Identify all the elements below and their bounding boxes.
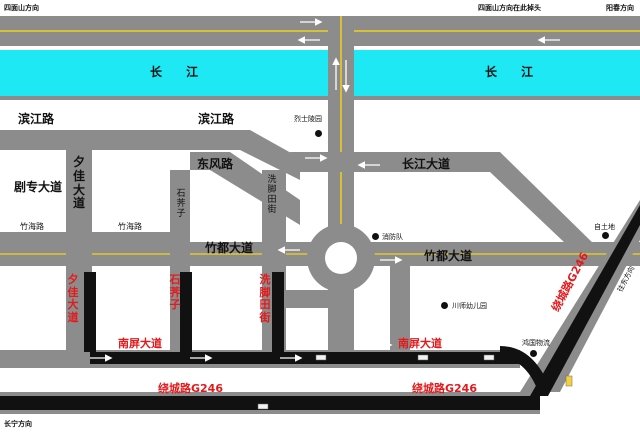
car-1 bbox=[315, 354, 327, 361]
poi-cemetery-dot bbox=[315, 130, 322, 137]
label-zhuhai-mid: 竹海路 bbox=[118, 222, 142, 231]
route-raocheng-diag bbox=[530, 205, 640, 396]
red-label-shijizi: 石荠子 bbox=[169, 273, 181, 312]
car-2 bbox=[417, 354, 429, 361]
label-binjiang-right: 滨江路 bbox=[198, 112, 235, 126]
red-label-xijiaotian: 洗脚田街 bbox=[259, 273, 271, 324]
car-4 bbox=[257, 403, 269, 410]
label-zhudu-right: 竹都大道 bbox=[424, 249, 473, 263]
label-zhudu-left: 竹都大道 bbox=[205, 241, 254, 255]
label-juzhuan: 剧专大道 bbox=[14, 180, 63, 194]
red-label-raocheng-left: 绕城路G246 bbox=[158, 382, 223, 395]
poi-kindergarten-label: 川师幼儿园 bbox=[452, 302, 487, 310]
label-shijizi: 石荠子 bbox=[176, 189, 186, 219]
label-binjiang-left: 滨江路 bbox=[18, 112, 55, 126]
river-bank-road bbox=[0, 96, 640, 100]
route-xijiaotian bbox=[272, 272, 284, 352]
changjiang-avenue bbox=[290, 152, 600, 262]
poi-hongguo-dot bbox=[530, 350, 537, 357]
poi-fire-label: 消防队 bbox=[382, 233, 403, 241]
roundabout-island bbox=[325, 242, 357, 274]
poi-fire-dot bbox=[372, 233, 379, 240]
river-label-right: 长 江 bbox=[485, 65, 544, 79]
poi-land-label: 自土地 bbox=[594, 223, 615, 231]
route-nanping bbox=[90, 352, 520, 364]
label-dongfeng: 东风路 bbox=[197, 157, 234, 171]
red-label-xijia: 夕佳大道 bbox=[67, 273, 79, 324]
label-xijia: 夕佳大道 bbox=[72, 155, 85, 211]
label-top-right: 阳春方向 bbox=[606, 4, 634, 12]
red-label-raocheng-right: 绕城路G246 bbox=[412, 382, 477, 395]
label-xijiaotian: 洗脚田街 bbox=[267, 175, 277, 215]
red-label-nanping-right: 南屏大道 bbox=[398, 337, 442, 350]
poi-cemetery-label: 烈士陵园 bbox=[294, 115, 322, 123]
river-label-left: 长 江 bbox=[150, 65, 209, 79]
car-3 bbox=[483, 354, 495, 361]
car-5 bbox=[565, 375, 573, 387]
route-raocheng bbox=[0, 396, 540, 410]
label-changjiang: 长江大道 bbox=[402, 157, 451, 171]
poi-kindergarten-dot bbox=[441, 302, 448, 309]
route-xijia bbox=[84, 272, 96, 352]
label-bottom: 长宁方向 bbox=[4, 420, 32, 428]
label-top-middle: 四面山方向在此掉头 bbox=[478, 4, 541, 12]
route-shijizi bbox=[180, 272, 192, 352]
raocheng-diagonal-road bbox=[520, 200, 640, 392]
poi-hongguo-label: 鸿国物流 bbox=[522, 339, 550, 347]
poi-land-dot bbox=[602, 232, 609, 239]
red-label-nanping-left: 南屏大道 bbox=[118, 337, 162, 350]
left-connector-road bbox=[286, 290, 336, 308]
label-zhuhai-left: 竹海路 bbox=[20, 222, 44, 231]
label-top-left: 四面山方向 bbox=[4, 4, 39, 12]
river-area bbox=[0, 50, 640, 96]
right-connector-road bbox=[390, 266, 410, 360]
